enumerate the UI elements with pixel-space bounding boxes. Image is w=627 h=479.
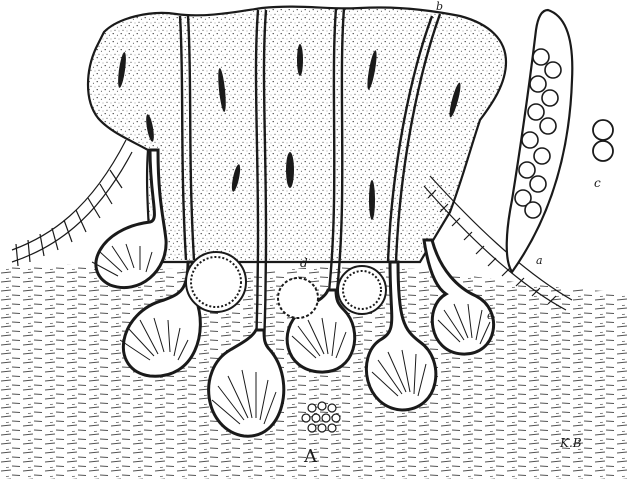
figure-label-ostiole: d — [300, 256, 308, 270]
ascus-detail — [507, 10, 573, 272]
paired-spores — [593, 120, 613, 161]
figure-label-ascus: a — [536, 254, 543, 267]
figure-label-top: b — [436, 0, 443, 13]
figure-label-spores: c — [594, 176, 601, 190]
artist-signature: K.B — [560, 436, 582, 450]
figure-label-main: A — [304, 446, 317, 467]
figure-label-right: e — [487, 309, 494, 322]
